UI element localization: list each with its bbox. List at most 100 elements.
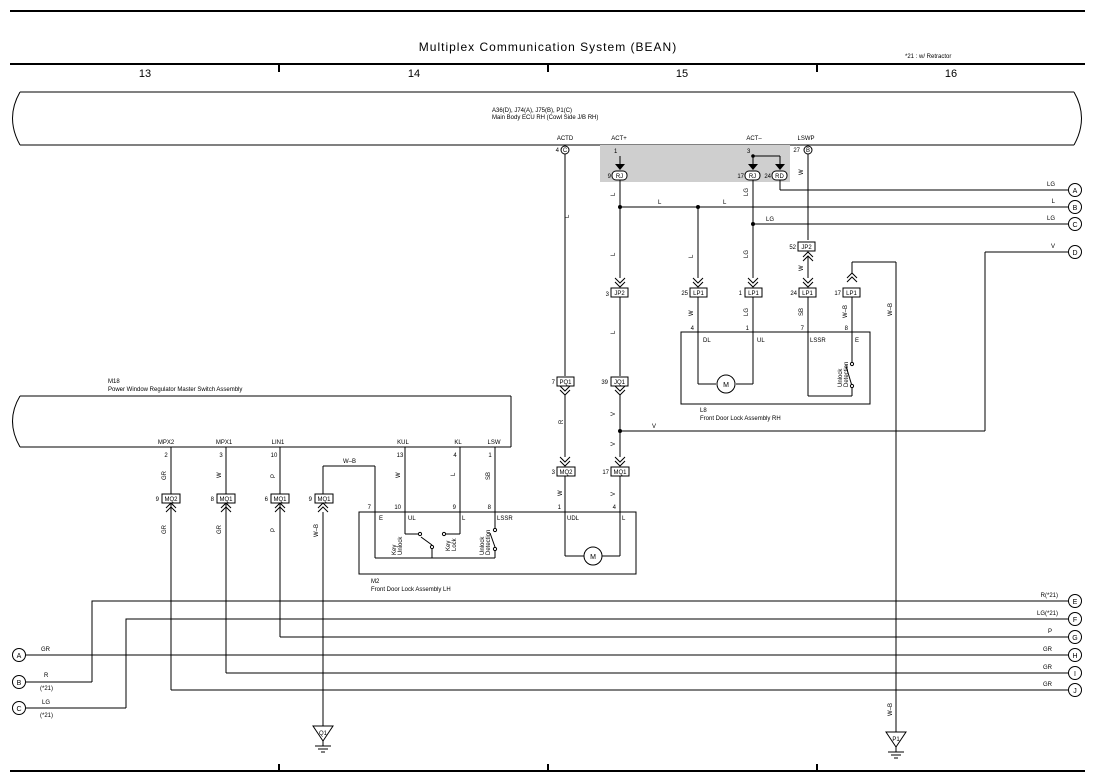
motor-label: M	[590, 554, 596, 561]
switch-label: Unlock	[480, 536, 486, 555]
wire-color: LG	[1047, 182, 1055, 188]
ref-letter: D	[1072, 250, 1077, 257]
pin-number: 10	[271, 453, 278, 459]
connector-label: RJ	[749, 174, 756, 180]
connector-arrow	[775, 164, 785, 170]
wire-color: R	[44, 673, 49, 679]
front-door-lock-rh: DL UL LSSR E M Unlock Detection	[680, 331, 871, 405]
ref-f-circle	[1068, 612, 1082, 626]
wire-color: W–B	[343, 459, 356, 465]
pin-number: 27	[793, 148, 800, 154]
ref-letter: C	[1072, 222, 1077, 229]
terminal-actd-label: ACTD	[557, 136, 574, 142]
connector-arrow	[165, 502, 177, 513]
ground-icon	[312, 725, 334, 742]
wire-color: GR	[1043, 682, 1053, 688]
pin-number: 1	[488, 453, 492, 459]
ref-letter: A	[1073, 188, 1078, 195]
wire-color: P	[271, 474, 277, 478]
ref-letter: F	[1073, 617, 1077, 624]
m2-id: M2	[371, 579, 380, 585]
wire-color: LG	[744, 250, 750, 258]
pin-number: 1	[558, 505, 562, 511]
connector-label: LP1	[693, 291, 704, 297]
ref-a-circle	[12, 648, 26, 662]
switch-label: Detection	[486, 530, 492, 555]
terminal-label: KUL	[397, 440, 409, 446]
terminal-label: KL	[454, 440, 462, 446]
wire-color: L	[565, 214, 571, 218]
connector-mq1	[314, 493, 334, 504]
connector-label: RJ	[616, 174, 623, 180]
pin-number: 25	[681, 291, 688, 297]
ref-g-circle	[1068, 630, 1082, 644]
m2-motor	[583, 546, 603, 566]
right-references: LG A L B LG C V D	[1047, 182, 1082, 259]
connector-arrow	[559, 385, 571, 396]
m2-key-switch	[420, 536, 433, 546]
wire-color: R	[559, 419, 565, 424]
wire-color: GR	[1043, 647, 1053, 653]
connector-arrow	[559, 456, 571, 467]
connector-arrow	[274, 502, 286, 513]
wire-color: V	[611, 412, 617, 416]
terminal-label: LSW	[487, 440, 500, 446]
power-window-master-switch	[12, 395, 512, 448]
connector-label: LP1	[846, 291, 857, 297]
switch-label: Key	[392, 545, 398, 555]
terminal-label: LSSR	[810, 338, 826, 344]
connector-arrow	[614, 456, 626, 467]
terminal-label: DL	[703, 338, 711, 344]
wire-color: W	[396, 472, 402, 478]
connector-jq1	[610, 376, 629, 387]
main-body-ecu: A36(D), J74(A), J75(B), P1(C) Main Body …	[12, 91, 1082, 146]
connector-label: RD	[775, 174, 784, 180]
ecu-connectors-label: A36(D), J74(A), J75(B), P1(C)	[492, 108, 572, 114]
pin-number: 3	[606, 292, 610, 298]
wire-color: W–B	[314, 524, 320, 537]
wire-color: W	[558, 490, 564, 496]
ref-d-circle	[1068, 245, 1082, 259]
ground-icon	[885, 731, 907, 748]
ref-c-circle	[1068, 217, 1082, 231]
wire-color: LG	[1047, 216, 1055, 222]
ecu-splice-area	[600, 145, 790, 182]
pin-number: 9	[608, 174, 612, 180]
l8-box	[680, 331, 871, 405]
pin-number: 24	[790, 291, 797, 297]
pin-number: 17	[834, 291, 841, 297]
pin-number: 4	[453, 453, 457, 459]
wire-color: LG	[744, 188, 750, 196]
wire-color: GR	[41, 647, 51, 653]
wire-ref-f	[125, 618, 1068, 708]
wire-color: W	[217, 472, 223, 478]
connector-label: MQ1	[613, 470, 627, 476]
wire-color: V	[652, 424, 656, 430]
pin-number: 7	[552, 380, 556, 386]
connector-arrow	[220, 502, 232, 513]
pin-number: 39	[601, 380, 608, 386]
section-number: 14	[408, 68, 420, 80]
ref-letter: A	[17, 653, 22, 660]
ground-p1: P1	[885, 731, 907, 759]
wire-color: L	[723, 200, 727, 206]
wire-color: W	[799, 169, 805, 175]
wire-color: W	[689, 310, 695, 316]
switch-label: Unlock	[838, 368, 844, 387]
connector-arrow	[614, 277, 626, 288]
m2-detection-switch	[489, 532, 496, 548]
pin-number: 3	[747, 149, 751, 155]
connector-arrow	[846, 272, 858, 283]
pin-number: 4	[556, 148, 560, 154]
wire-note: (*21)	[40, 686, 53, 692]
wire-color: L	[689, 254, 695, 258]
pin-number: 9	[453, 505, 457, 511]
terminal-label: L	[622, 516, 626, 522]
splice-point	[618, 205, 622, 209]
wire-color: SB	[799, 308, 805, 316]
l8-name: Front Door Lock Assembly RH	[700, 416, 781, 422]
pin-number: 1	[746, 326, 750, 332]
ref-e-circle	[1068, 594, 1082, 608]
wire-color: W–B	[843, 305, 849, 318]
